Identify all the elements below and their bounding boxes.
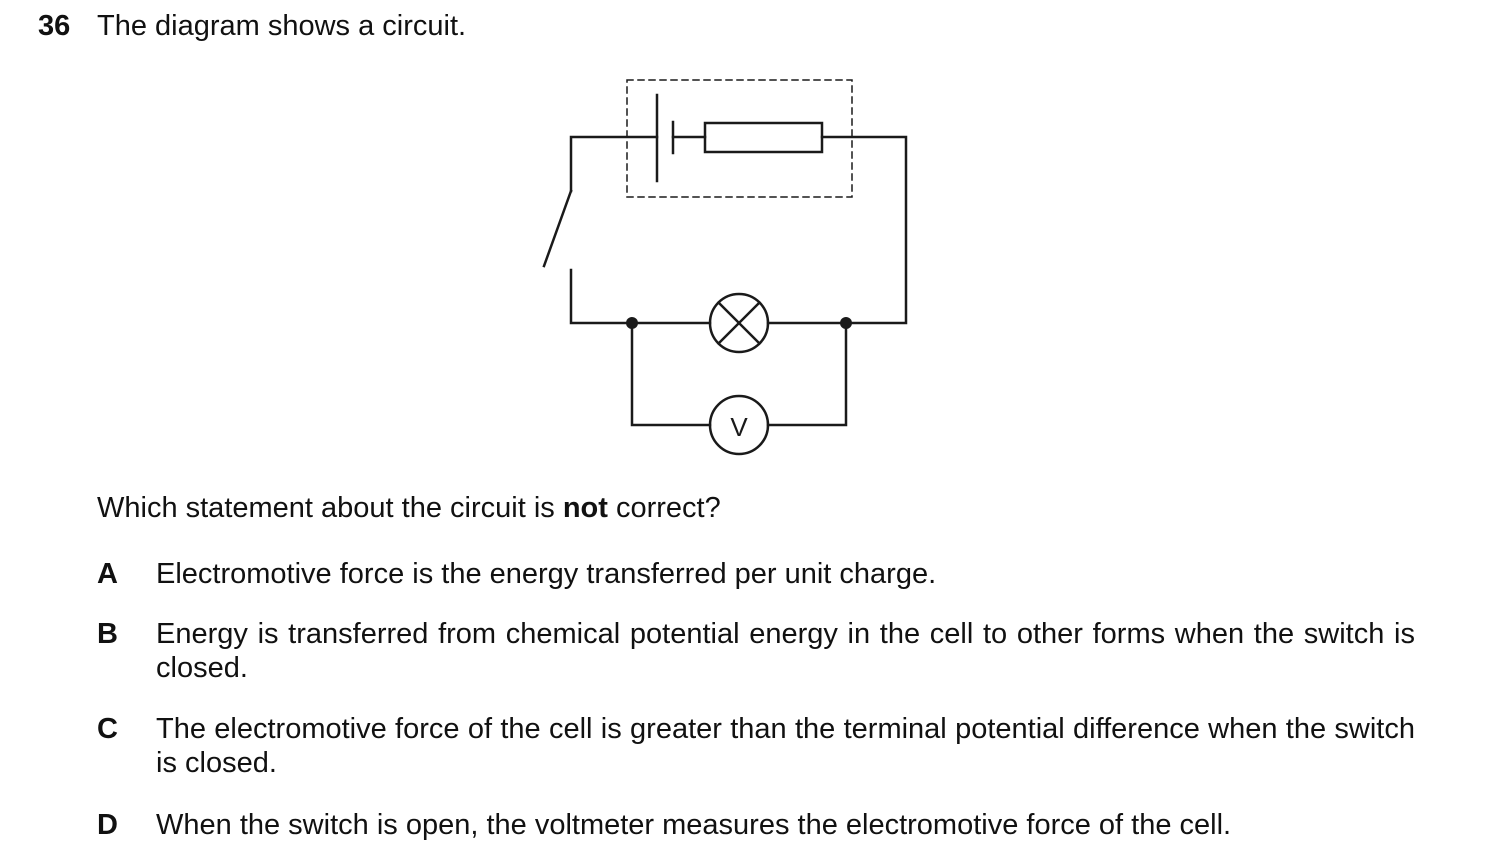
- voltmeter-right-wire: [766, 321, 848, 427]
- stem-before: Which statement about the circuit is: [97, 492, 563, 524]
- question-stem: Which statement about the circuit is not…: [97, 490, 721, 526]
- left-lower-wire: [569, 268, 634, 325]
- voltmeter-left-wire: [630, 321, 712, 427]
- stem-emphasis: not: [562, 492, 608, 524]
- cell-dashed-box: [626, 79, 853, 198]
- lamp-cross-2: [716, 300, 762, 346]
- option-letter: C: [97, 713, 118, 745]
- option-text: When the switch is open, the voltmeter m…: [156, 809, 1232, 841]
- question-title: The diagram shows a circuit.: [97, 10, 467, 42]
- top-wire-left: [569, 135, 659, 193]
- junction-right: [840, 317, 852, 329]
- question-number: 36: [38, 10, 71, 42]
- option-letter: D: [97, 809, 118, 841]
- option-letter: B: [97, 618, 118, 650]
- option-letter: A: [97, 558, 118, 590]
- stem-after: correct?: [607, 492, 721, 524]
- voltmeter-icon: [708, 394, 770, 456]
- option-text: The electromotive force of the cell is g…: [156, 713, 1415, 779]
- junction-left: [626, 317, 638, 329]
- top-right-wire: [820, 135, 908, 325]
- lamp-icon: [708, 292, 770, 354]
- switch-blade: [542, 189, 573, 268]
- option-text: Electromotive force is the energy transf…: [156, 558, 937, 590]
- internal-resistor: [703, 121, 824, 154]
- voltmeter-label: V: [730, 412, 748, 442]
- option-text: Energy is transferred from chemical pote…: [156, 618, 1415, 684]
